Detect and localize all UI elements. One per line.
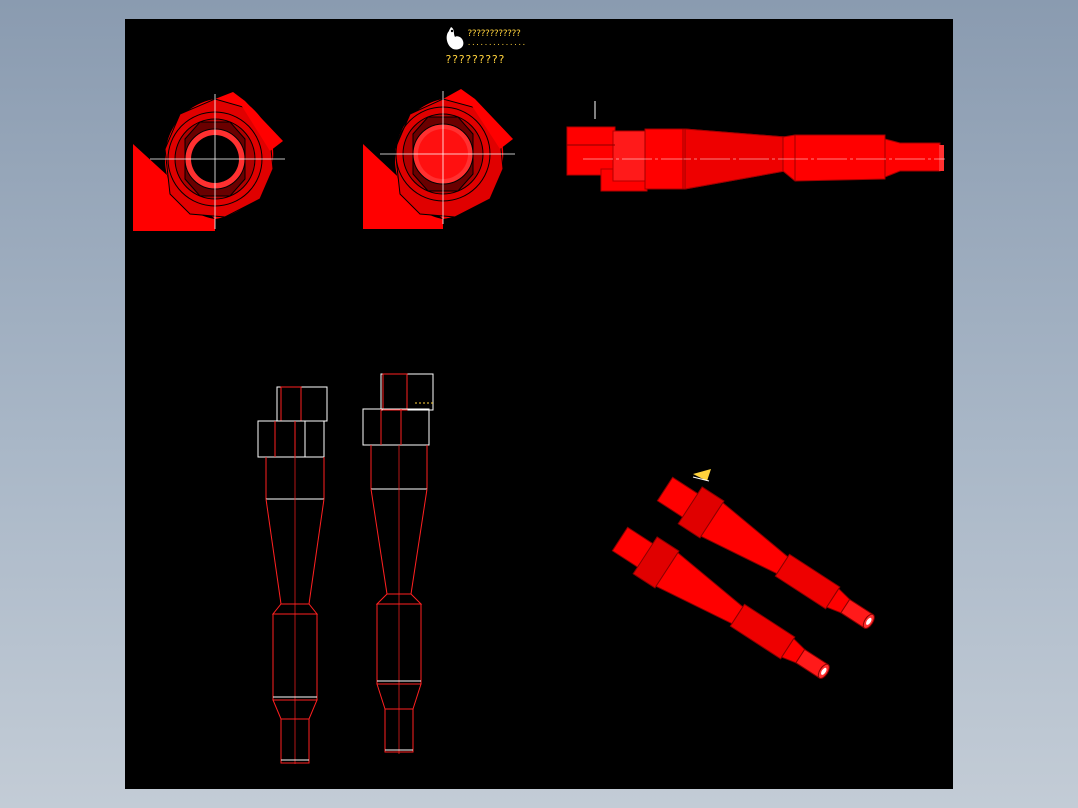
title-block: ???????????? .............. ????????? xyxy=(443,25,527,69)
logo-icon xyxy=(446,27,464,50)
isometric-view xyxy=(611,469,875,679)
logo-text: ???????????? xyxy=(467,29,521,39)
front-view-right xyxy=(362,373,434,754)
top-view-closed xyxy=(363,89,515,229)
top-view-open xyxy=(133,92,285,231)
iso-axis-marker-icon xyxy=(692,469,711,482)
drawing-canvas: ???????????? .............. ????????? xyxy=(125,19,953,789)
cad-drawing xyxy=(133,89,945,764)
drawing-caption: ????????? xyxy=(445,53,505,66)
logo-subtext: .............. xyxy=(467,39,527,47)
side-view-horizontal xyxy=(566,101,945,192)
front-view-left xyxy=(257,386,328,764)
